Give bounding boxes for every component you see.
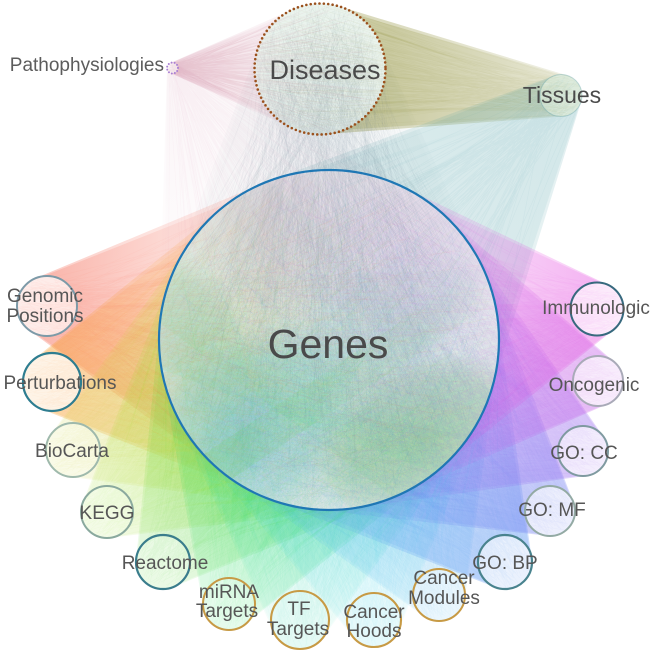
svg-text:Positions: Positions: [6, 306, 83, 327]
svg-text:Pathophysiologies: Pathophysiologies: [10, 55, 164, 76]
svg-text:Reactome: Reactome: [122, 553, 209, 574]
svg-text:Diseases: Diseases: [269, 55, 380, 85]
svg-text:Targets: Targets: [196, 601, 258, 622]
svg-text:GO: CC: GO: CC: [550, 443, 618, 464]
svg-text:Perturbations: Perturbations: [3, 373, 116, 394]
svg-text:GO: BP: GO: BP: [472, 553, 537, 574]
svg-text:KEGG: KEGG: [80, 503, 135, 524]
svg-text:Cancer: Cancer: [343, 602, 405, 623]
svg-text:Cancer: Cancer: [413, 568, 475, 589]
svg-text:GO: MF: GO: MF: [518, 500, 586, 521]
svg-text:TF: TF: [287, 599, 310, 620]
svg-text:Targets: Targets: [267, 619, 329, 640]
svg-text:Immunologic: Immunologic: [542, 298, 650, 319]
svg-text:Oncogenic: Oncogenic: [549, 375, 640, 396]
svg-text:Modules: Modules: [408, 588, 480, 609]
svg-text:Genomic: Genomic: [7, 286, 83, 307]
svg-text:Tissues: Tissues: [523, 82, 601, 108]
svg-text:Hoods: Hoods: [347, 621, 402, 642]
svg-text:miRNA: miRNA: [199, 582, 259, 603]
svg-text:BioCarta: BioCarta: [35, 441, 109, 462]
svg-text:Genes: Genes: [268, 321, 389, 367]
